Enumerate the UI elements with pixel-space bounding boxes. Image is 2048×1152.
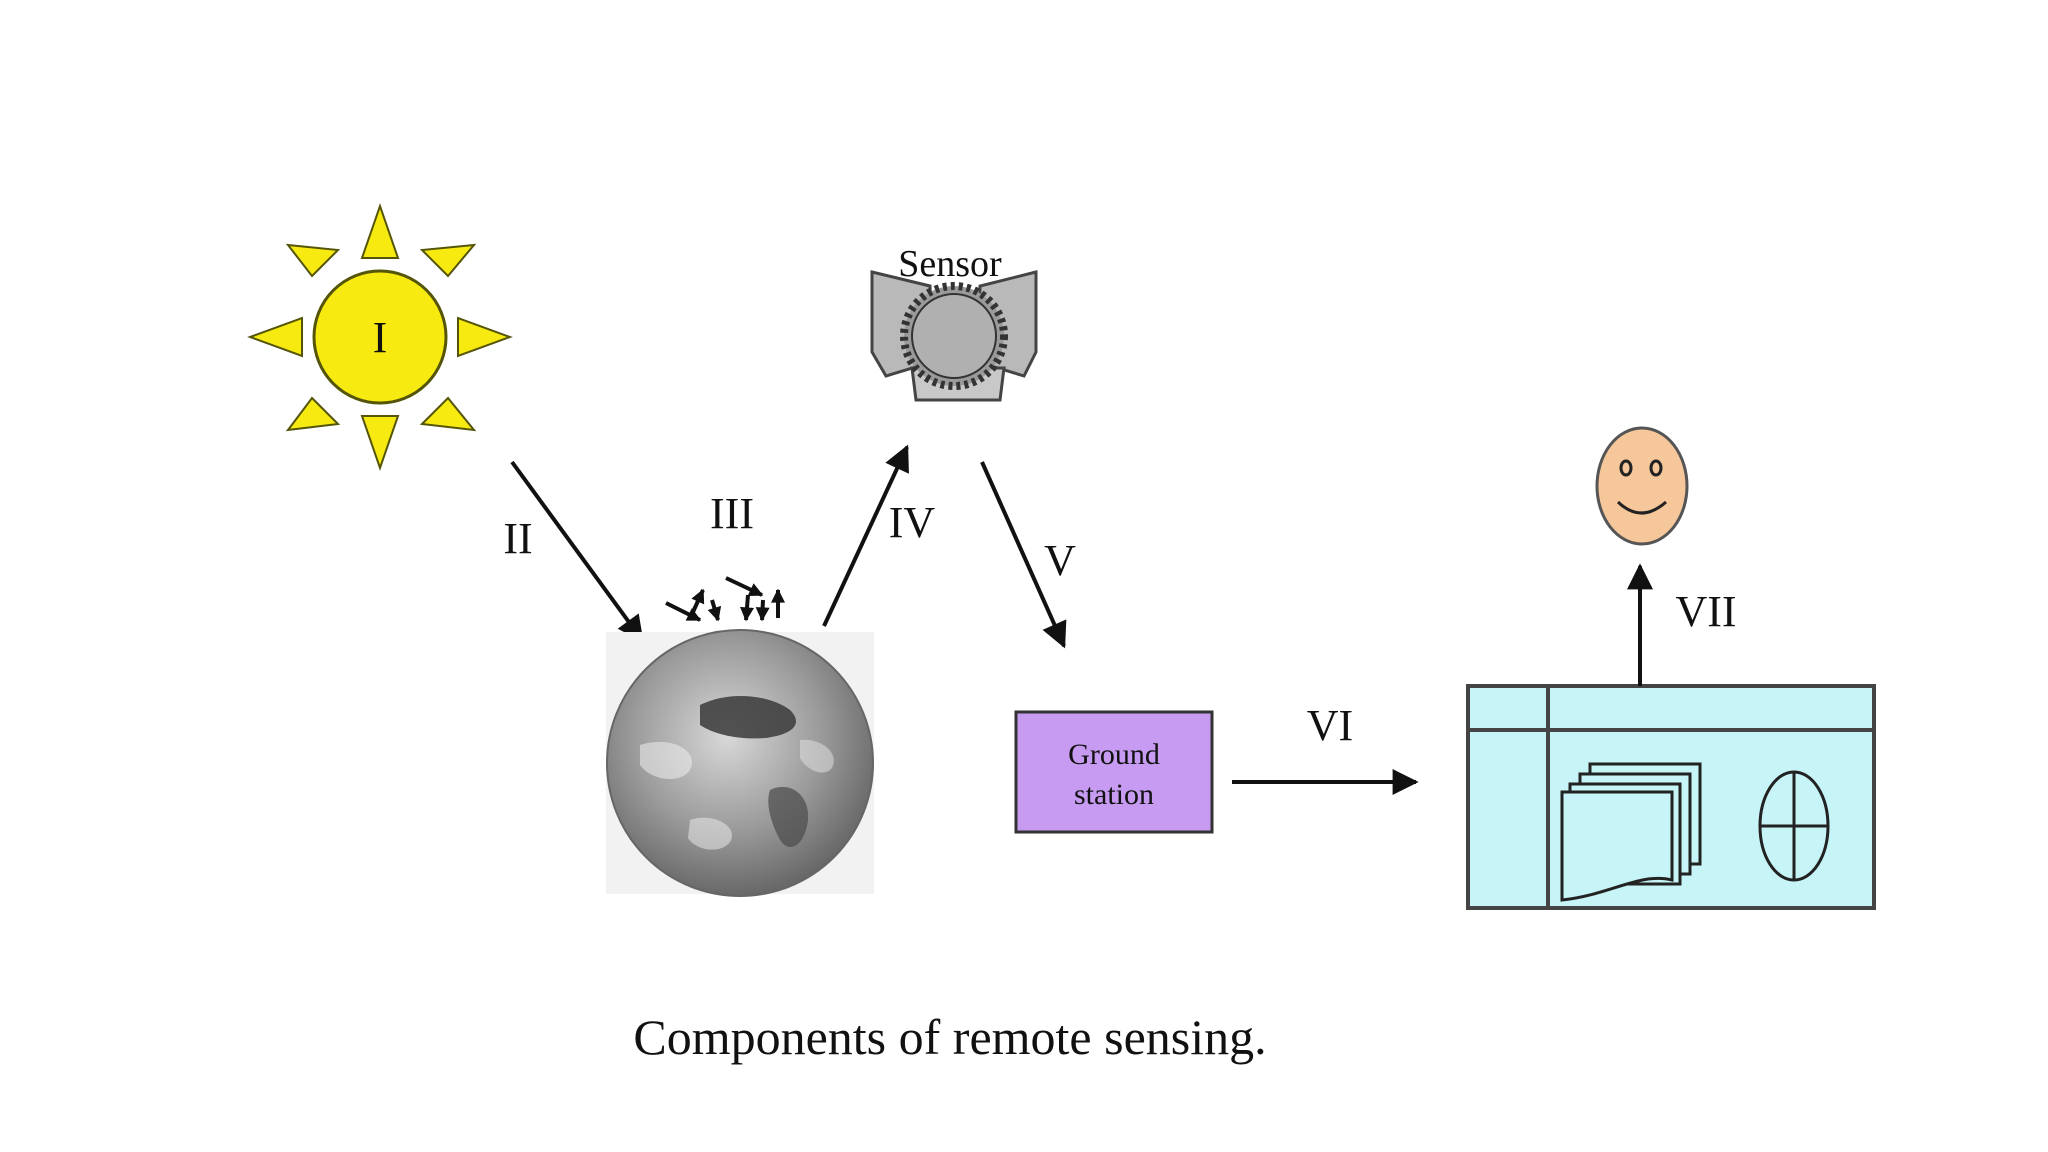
label-incident-path: II xyxy=(503,514,532,563)
globe-icon xyxy=(1758,770,1830,882)
label-application-link: VII xyxy=(1675,587,1736,636)
satellite-icon: Sensor xyxy=(870,243,1038,402)
downlink-arrow xyxy=(980,461,1067,649)
label-transmission: V xyxy=(1044,536,1076,585)
label-reflected-path: IV xyxy=(889,498,936,547)
incident-energy-arrow xyxy=(510,460,644,643)
ground-station-line2: station xyxy=(1074,778,1154,811)
person-face-icon xyxy=(1595,426,1689,546)
ground-station-box: Ground station xyxy=(1014,710,1214,834)
figure-caption: Components of remote sensing. xyxy=(633,1009,1266,1065)
label-processing-link: VI xyxy=(1307,701,1353,750)
documents-icon xyxy=(1560,762,1702,902)
earth-icon xyxy=(606,629,874,897)
reflected-energy-arrow xyxy=(822,444,909,627)
label-interaction: III xyxy=(710,489,754,538)
sensor-label: Sensor xyxy=(898,243,1002,285)
sun-icon: I xyxy=(247,202,513,472)
atmosphere-interaction-arrows xyxy=(665,576,785,622)
computer-workstation-icon xyxy=(1466,684,1876,910)
ground-station-line1: Ground xyxy=(1068,738,1160,771)
sun-label: I xyxy=(373,313,388,362)
